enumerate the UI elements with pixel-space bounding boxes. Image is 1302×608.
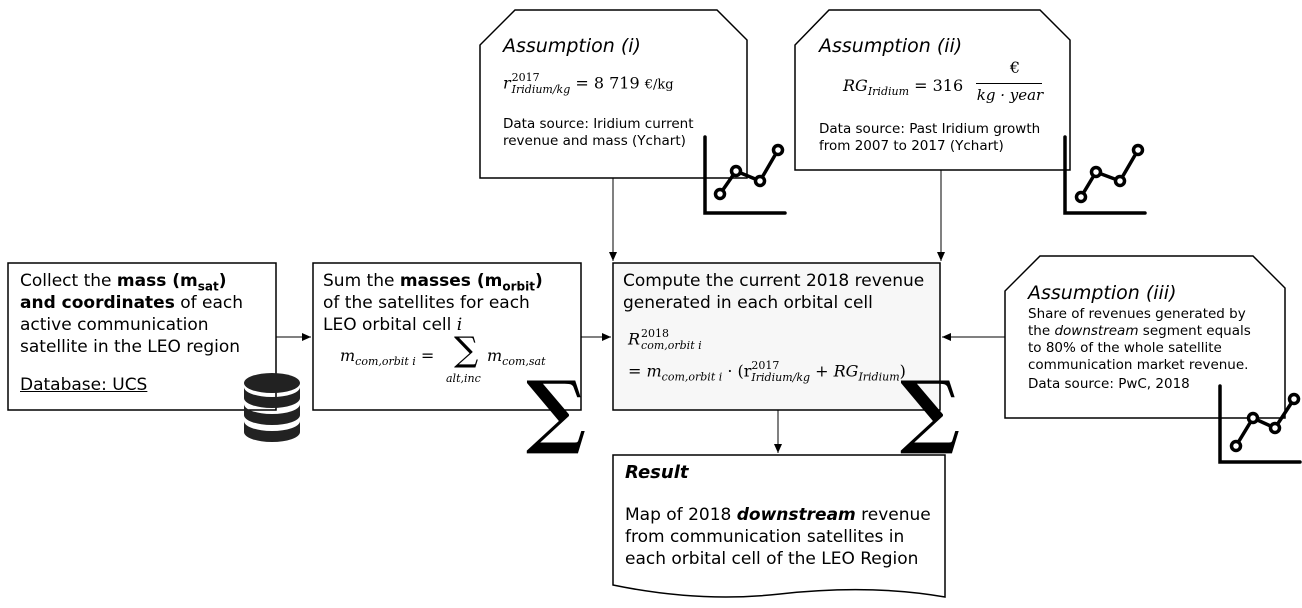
- sigma-icon: ∑: [526, 363, 587, 457]
- assumption2-fraction-den: kg · year: [976, 86, 1044, 104]
- step1-line1: Collect the mass (msat): [20, 271, 227, 294]
- assumption2-formula: RGIridium = 316: [843, 76, 964, 99]
- step1-database: Database: UCS: [20, 375, 148, 395]
- step1-box: [7, 262, 277, 411]
- assumption2-source-line2: from 2007 to 2017 (Ychart): [819, 138, 1004, 154]
- assumption3-box: [1004, 255, 1286, 419]
- step1-line2: and coordinates of each: [20, 293, 244, 313]
- assumption2-title: Assumption (ii): [819, 35, 963, 57]
- result-box: [612, 454, 946, 598]
- assumption3-line2: the downstream segment equals: [1028, 323, 1251, 339]
- assumption2-fraction-num: €: [1009, 58, 1021, 77]
- line-chart-icon: [703, 135, 787, 215]
- step2-formula: mcom,orbit i =: [340, 346, 435, 369]
- database-icon: [244, 373, 300, 442]
- step1-line3: active communication: [20, 315, 209, 335]
- step2-line3: LEO orbital cell i: [323, 315, 463, 335]
- step2-line1: Sum the masses (morbit): [323, 271, 543, 294]
- assumption2-box: [794, 9, 1071, 171]
- step3-line2: generated in each orbital cell: [623, 293, 873, 313]
- assumption1-source-line1: Data source: Iridium current: [503, 116, 694, 132]
- assumption3-line3: to 80% of the whole satellite: [1028, 340, 1222, 356]
- assumption2-source-line1: Data source: Past Iridium growth: [819, 121, 1041, 137]
- step2-line2: of the satellites for each: [323, 293, 530, 313]
- assumption3-title: Assumption (iii): [1028, 282, 1177, 304]
- assumption1-source-line2: revenue and mass (Ychart): [503, 133, 686, 149]
- summation-symbol: ∑: [454, 330, 479, 370]
- result-line2: from communication satellites in: [625, 527, 905, 547]
- step3-box: [612, 262, 941, 411]
- result-line1: Map of 2018 downstream revenue: [625, 505, 931, 525]
- result-title: Result: [625, 462, 689, 483]
- assumption3-source: Data source: PwC, 2018: [1028, 376, 1190, 392]
- assumption1-box: [479, 9, 748, 179]
- result-line3: each orbital cell of the LEO Region: [625, 549, 919, 569]
- line-chart-icon: [1218, 384, 1302, 464]
- step1-line4: satellite in the LEO region: [20, 337, 241, 357]
- line-chart-icon: [1063, 135, 1147, 215]
- step2-sum-under: alt,inc: [446, 372, 481, 385]
- step2-formula-rhs: mcom,sat: [487, 346, 546, 369]
- assumption3-line1: Share of revenues generated by: [1028, 306, 1246, 322]
- assumption1-title: Assumption (i): [503, 35, 641, 57]
- step2-box: [312, 262, 582, 411]
- step3-line1: Compute the current 2018 revenue: [623, 271, 925, 291]
- assumption3-line4: communication market revenue.: [1028, 357, 1249, 373]
- fraction-bar: [976, 83, 1042, 85]
- sigma-icon: ∑: [900, 363, 961, 457]
